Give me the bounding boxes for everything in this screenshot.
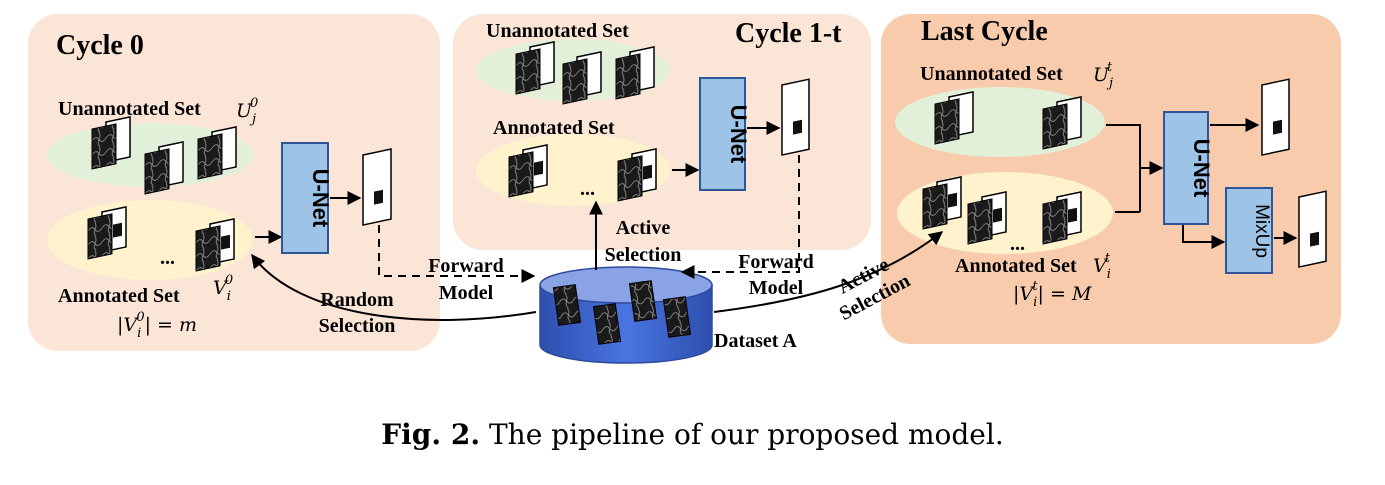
- pipeline-diagram: Cycle 0 Cycle 1-t Last Cycle Unannotated…: [28, 14, 1341, 364]
- cycle-1-unannotated-label: Unannotated Set: [486, 20, 629, 42]
- cycle-1-unannotated-images: [515, 41, 655, 105]
- cycle-0-size-eq: |Vi0| = m: [117, 310, 197, 341]
- cycle-0-unet-box: [281, 142, 329, 254]
- cycle-0-unannotated-math: Uj0: [236, 96, 258, 127]
- cycle-0-unannotated-images: [91, 116, 237, 195]
- cycle-1-dots: ...: [580, 178, 595, 200]
- image-pair: [197, 126, 237, 180]
- image-pair: [515, 41, 555, 95]
- last-merge-connector: [1106, 124, 1141, 213]
- cycle-0-dots: ...: [160, 247, 175, 269]
- last-cycle-title: Last Cycle: [921, 16, 1048, 47]
- last-mixup-label: MixUp: [1251, 204, 1272, 258]
- cycle-0-unannotated-label: Unannotated Set: [58, 98, 201, 120]
- forward-model-arrow-1: [378, 225, 536, 283]
- last-annotated-images: [922, 176, 1082, 245]
- active-selection-arrow-2: [713, 231, 944, 313]
- cycle-0-annotated-label: Annotated Set: [58, 285, 180, 307]
- caption-label: Fig. 2.: [381, 418, 481, 451]
- forward-model-arrow-2: [680, 155, 800, 279]
- image-pair: [562, 51, 602, 105]
- cycle-1-unet-label: U-Net: [726, 105, 751, 164]
- cycle-1-output-mask: [781, 78, 810, 156]
- cycle-0-annotated-images: [87, 206, 235, 272]
- random-selection-arrow: [251, 253, 537, 321]
- cycle-0-title: Cycle 0: [56, 30, 144, 61]
- last-size-eq: |Vit| = M: [1013, 279, 1092, 310]
- last-unannotated-images: [934, 91, 1082, 150]
- image-pair: [91, 116, 131, 170]
- last-unannotated-label: Unannotated Set: [920, 63, 1063, 85]
- last-unet-label: U-Net: [1189, 139, 1214, 198]
- last-unet-box: [1163, 111, 1209, 225]
- image-pair: [615, 46, 655, 100]
- image-pair: [1042, 191, 1082, 245]
- last-unet-to-mixup-arrow: [1182, 225, 1226, 249]
- last-mixup-output-mask: [1298, 190, 1327, 268]
- cycle-1-unet-box: [699, 77, 746, 191]
- last-annotated-label: Annotated Set: [955, 255, 1077, 277]
- image-pair: [195, 218, 235, 272]
- image-pair: [1042, 96, 1082, 150]
- dataset-label: Dataset A: [714, 330, 797, 352]
- image-pair: [87, 206, 127, 260]
- cycle-1-t-title: Cycle 1-t: [735, 18, 842, 49]
- cycle-1-annotated-label: Annotated Set: [493, 117, 615, 139]
- dataset-cylinder: [539, 266, 713, 364]
- caption-text: The pipeline of our proposed model.: [489, 418, 1004, 451]
- image-pair: [934, 91, 974, 145]
- cycle-0-annotated-math: Vi0: [213, 273, 233, 304]
- image-pair: [967, 191, 1007, 245]
- image-pair: [922, 176, 962, 230]
- last-unet-output-mask: [1261, 78, 1290, 156]
- cycle-0-output-mask: [362, 148, 392, 226]
- cycle-1-annotated-images: [508, 144, 657, 202]
- last-annotated-math: Vit: [1093, 251, 1111, 282]
- image-pair: [144, 141, 184, 195]
- last-dots: ...: [1010, 233, 1025, 255]
- last-unannotated-math: Ujt: [1093, 60, 1113, 91]
- cycle-0-unet-label: U-Net: [308, 169, 333, 228]
- last-mixup-box: [1225, 187, 1273, 274]
- image-pair: [617, 148, 657, 202]
- image-pair: [508, 144, 548, 198]
- figure-caption: Fig. 2. The pipeline of our proposed mod…: [0, 418, 1385, 451]
